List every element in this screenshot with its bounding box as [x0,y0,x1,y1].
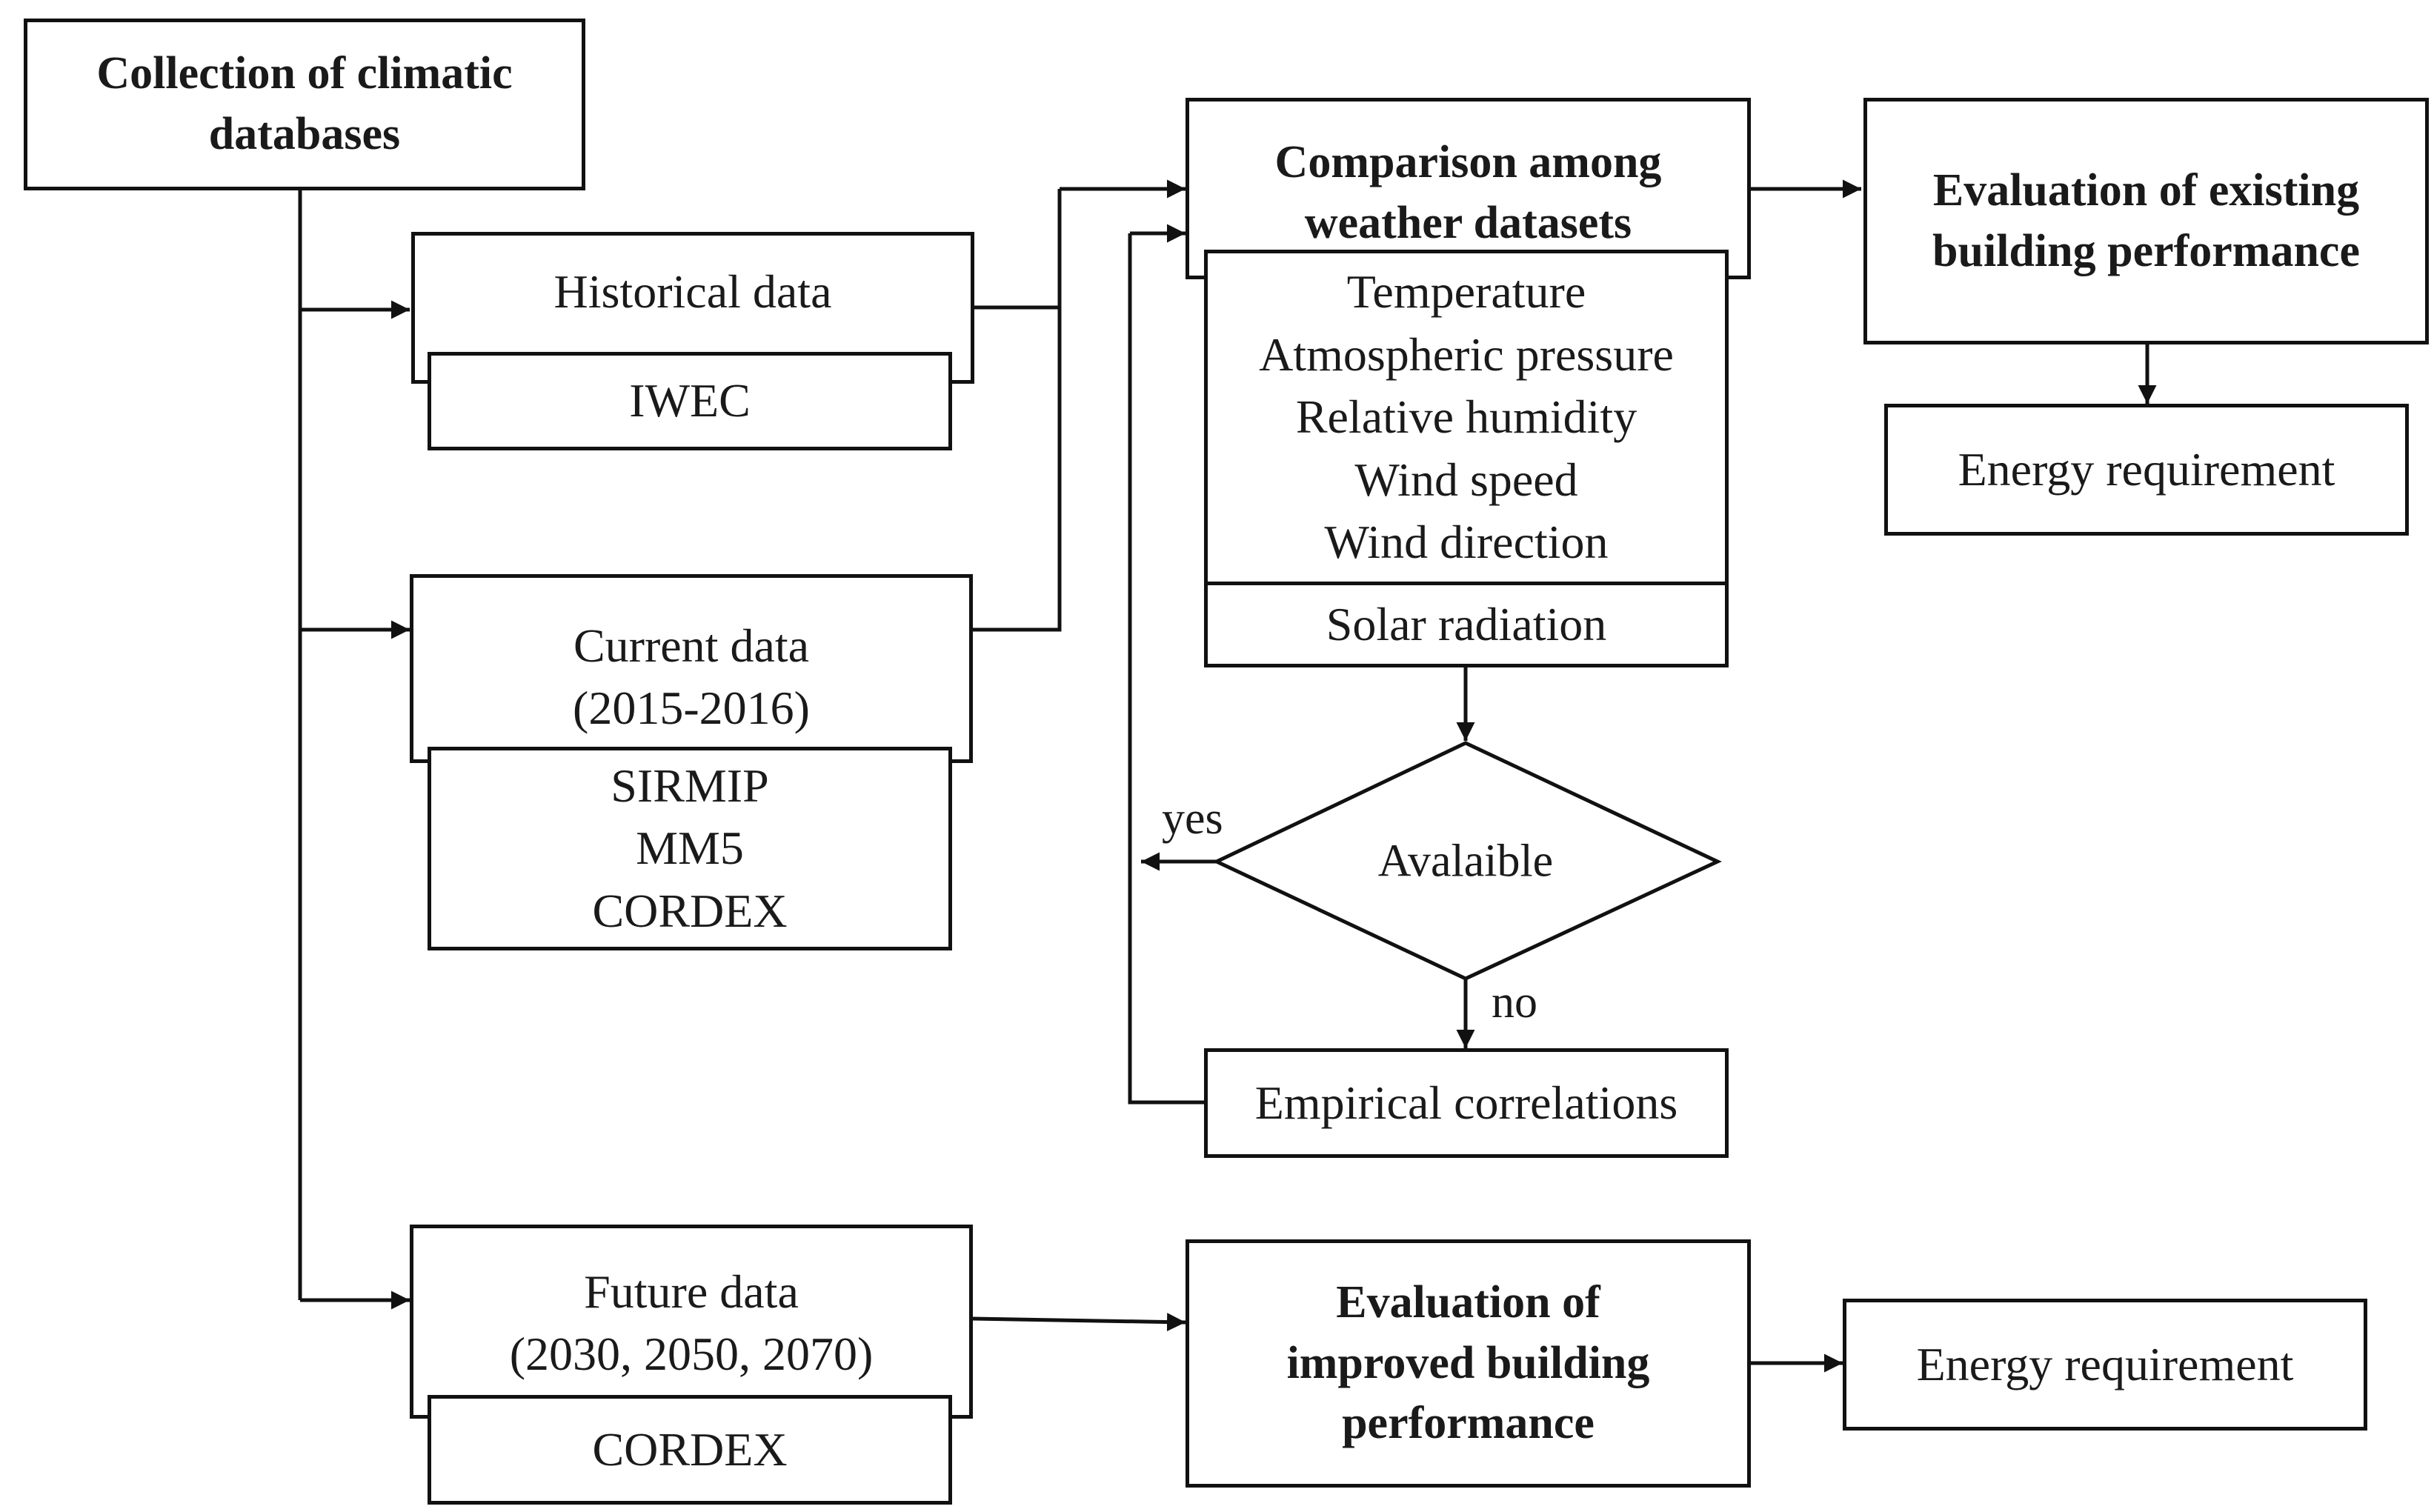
future-source: CORDEX [592,1422,788,1476]
future-line-1: Future data [584,1265,799,1318]
future-box: Future data (2030, 2050, 2070) [410,1225,973,1419]
decision-label: Avalaible [1377,836,1554,887]
comparison-box: Comparison among weather datasets [1186,98,1751,279]
empirical-label: Empirical correlations [1254,1076,1678,1129]
eval-improved-box: Evaluation of improved building performa… [1186,1239,1751,1488]
yes-label: yes [1162,793,1223,844]
feedback-line [1128,233,1204,1105]
current-line-1: Current data [573,619,810,672]
variables-box: Temperature Atmospheric pressure Relativ… [1204,250,1729,585]
variable-wind-direction: Wind direction [1324,516,1609,569]
current-line-2: (2015-2016) [573,682,810,735]
future-line-2: (2030, 2050, 2070) [509,1328,874,1381]
no-label: no [1492,977,1537,1028]
eval-improved-line-3: performance [1342,1398,1595,1449]
comparison-line-1: Comparison among [1274,137,1662,187]
empirical-box: Empirical correlations [1204,1048,1729,1158]
current-box: Current data (2015-2016) [410,574,973,763]
collection-line-1: Collection of climatic [96,48,513,99]
solar-radiation: Solar radiation [1326,597,1607,650]
variable-wind-speed: Wind speed [1354,453,1578,506]
future-source-box: CORDEX [428,1395,952,1505]
energy-improved-label: Energy requirement [1916,1337,2294,1391]
eval-existing-line-1: Evaluation of existing [1932,164,2360,216]
eval-existing-line-2: building performance [1932,225,2360,276]
collection-box: Collection of climatic databases [24,19,585,190]
arrow-to-eval-improved [972,1313,1186,1332]
current-source-3: CORDEX [592,884,788,937]
comparison-line-2: weather datasets [1304,197,1632,248]
current-sources-box: SIRMIP MM5 CORDEX [428,747,952,950]
energy-existing-label: Energy requirement [1958,442,2335,496]
historical-source: IWEC [629,374,751,427]
current-source-2: MM5 [636,822,744,875]
energy-existing-box: Energy requirement [1884,404,2409,536]
eval-existing-box: Evaluation of existing building performa… [1863,98,2429,344]
eval-improved-line-1: Evaluation of [1336,1276,1600,1328]
historical-title: Historical data [553,265,832,318]
energy-improved-box: Energy requirement [1843,1299,2367,1431]
variable-relative-humidity: Relative humidity [1295,390,1637,444]
eval-improved-line-2: improved building [1286,1337,1650,1388]
solar-box: Solar radiation [1204,582,1729,667]
current-source-1: SIRMIP [611,759,769,812]
variable-atmospheric-pressure: Atmospheric pressure [1259,327,1674,381]
decision-diamond [1212,741,1722,981]
historical-source-box: IWEC [428,352,952,450]
current-to-merge [973,189,1062,632]
variable-temperature: Temperature [1346,265,1586,319]
collection-line-2: databases [208,109,401,159]
